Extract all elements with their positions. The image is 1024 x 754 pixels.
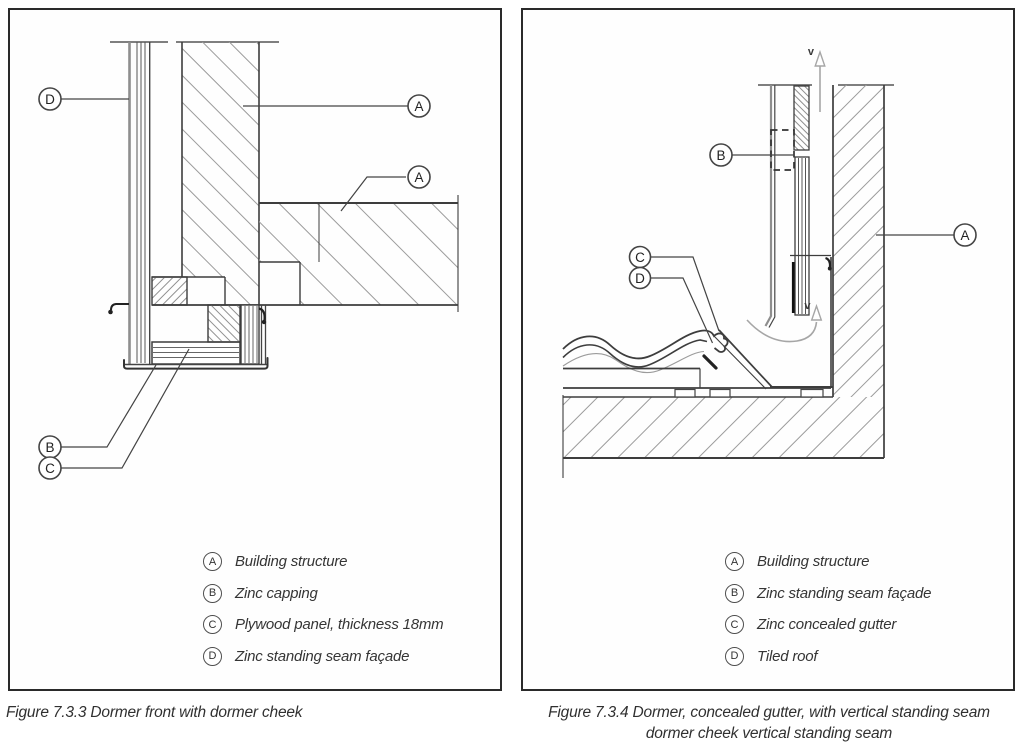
- concealed-gutter-drawing: v v B A C D: [562, 46, 977, 478]
- legend-key-d: D: [203, 646, 222, 666]
- svg-text:C: C: [635, 250, 645, 265]
- fastener-mark: [702, 354, 718, 370]
- legend-label: Zinc concealed gutter: [757, 616, 897, 633]
- caption-line-2: dormer cheek vertical standing seam: [645, 725, 893, 742]
- legend-item: C Plywood panel, thickness 18mm: [203, 614, 444, 635]
- callout-B: B: [709, 143, 733, 167]
- legend-item: B Zinc capping: [203, 583, 318, 604]
- callout-A-slab: A: [407, 165, 431, 189]
- zinc-capping: [108, 303, 269, 370]
- wall-structure: [152, 42, 260, 305]
- legend-item: D Zinc standing seam façade: [203, 646, 409, 667]
- legend-key-b: B: [725, 583, 744, 603]
- dormer-front-assembly: [108, 303, 269, 370]
- callout-D: D: [628, 266, 652, 290]
- svg-text:B: B: [716, 148, 725, 163]
- legend-item: A Building structure: [725, 551, 869, 572]
- legend-label: Tiled roof: [757, 647, 818, 665]
- ventilation-arrow-bottom: v: [746, 300, 823, 343]
- callout-C: C: [628, 245, 652, 269]
- svg-text:v: v: [808, 46, 815, 58]
- legend-key-a: A: [203, 552, 222, 571]
- legend-label: Zinc standing seam façade: [757, 584, 932, 602]
- floor-slab: [152, 195, 459, 312]
- zinc-facade-cheek: [764, 85, 810, 328]
- callout-A: A: [953, 223, 977, 247]
- figure-box-7-3-4: v v B A C D: [521, 8, 1015, 691]
- wall-structure: [562, 85, 885, 478]
- figure-box-7-3-3: D A A B C A Building structure B Zinc ca…: [8, 8, 502, 691]
- figure-caption-7-3-4: Figure 7.3.4 Dormer, concealed gutter, w…: [523, 702, 1015, 744]
- svg-text:v: v: [804, 300, 811, 312]
- board-strip: [240, 304, 260, 365]
- callout-D: D: [38, 87, 62, 111]
- ventilation-arrow-top: v: [808, 46, 826, 112]
- callout-leaders: [650, 154, 954, 344]
- callout-circles: D A A B C: [38, 87, 431, 480]
- timber-block-lower: [207, 304, 241, 343]
- callout-A-wall: A: [407, 94, 431, 118]
- zinc-facade-layers: [128, 42, 151, 364]
- legend-label: Plywood panel, thickness 18mm: [235, 616, 444, 633]
- concealed-gutter: [713, 254, 833, 390]
- legend-key-b: B: [203, 583, 222, 603]
- legend-item: B Zinc standing seam façade: [725, 583, 931, 604]
- legend-label: Zinc capping: [235, 584, 318, 602]
- caption-line-1: Figure 7.3.4 Dormer, concealed gutter, w…: [548, 704, 990, 721]
- svg-text:C: C: [45, 461, 55, 476]
- svg-text:D: D: [635, 271, 645, 286]
- svg-text:B: B: [45, 440, 54, 455]
- tiled-roof: [562, 329, 831, 398]
- legend-item: C Zinc concealed gutter: [725, 614, 896, 635]
- legend-label: Building structure: [757, 553, 870, 570]
- legend-item: A Building structure: [203, 551, 347, 572]
- legend-label: Building structure: [235, 553, 348, 570]
- legend-item: D Tiled roof: [725, 646, 818, 667]
- svg-text:D: D: [45, 92, 55, 107]
- legend-key-c: C: [725, 615, 744, 634]
- legend-key-c: C: [203, 615, 222, 634]
- svg-text:A: A: [414, 170, 423, 185]
- dormer-front-drawing: D A A B C: [38, 41, 459, 480]
- callout-leaders: [61, 98, 408, 469]
- figure-caption-7-3-3: Figure 7.3.3 Dormer front with dormer ch…: [6, 704, 303, 721]
- callout-circles: B A C D: [628, 143, 977, 290]
- legend-label: Zinc standing seam façade: [235, 647, 410, 665]
- svg-text:A: A: [414, 99, 423, 114]
- legend-key-d: D: [725, 646, 744, 666]
- callout-B: B: [38, 435, 62, 459]
- callout-C: C: [38, 456, 62, 480]
- hidden-fixing-dashed-box: [770, 129, 795, 171]
- timber-block-upper: [151, 276, 188, 306]
- svg-text:A: A: [960, 228, 969, 243]
- legend-key-a: A: [725, 552, 744, 571]
